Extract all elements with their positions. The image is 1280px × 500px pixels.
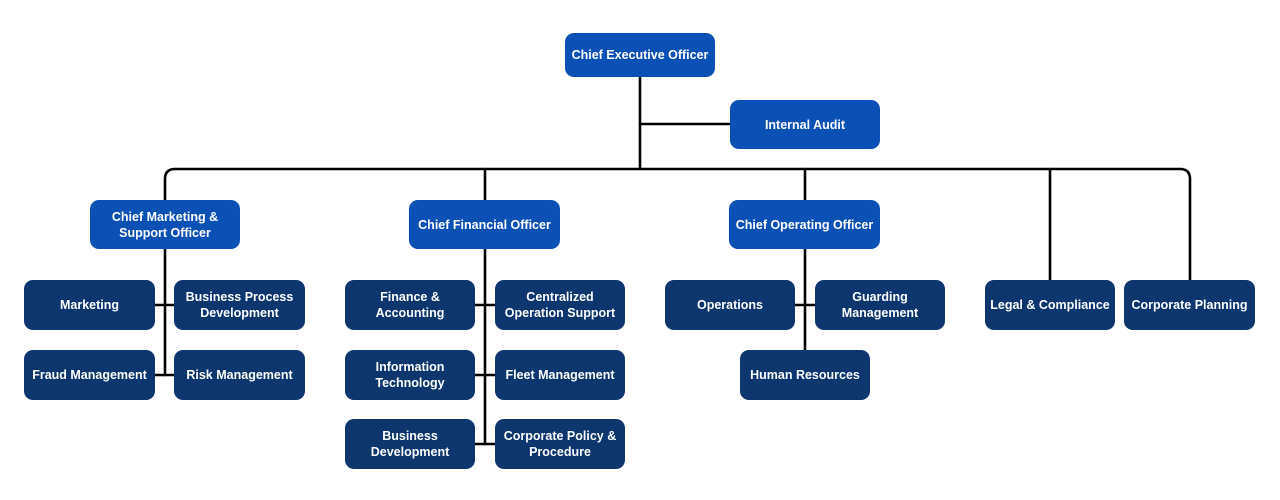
org-node-label: Chief Financial Officer [418,217,551,232]
org-node-guarding-management: Guarding Management [815,280,945,330]
org-node-label: Centralized Operation Support [504,290,616,320]
org-node-label: Legal & Compliance [990,298,1110,312]
org-node-business-development: Business Development [345,419,475,469]
org-node-label: Business Development [370,429,450,459]
org-node-label: Information Technology [375,360,445,390]
org-node-label: Marketing [59,298,120,312]
org-node-chief-executive-officer: Chief Executive Officer [565,33,715,77]
org-node-chief-operating-officer: Chief Operating Officer [729,200,880,249]
org-node-label: Operations [697,298,763,312]
org-node-centralized-operation-support: Centralized Operation Support [495,280,625,330]
org-node-fleet-management: Fleet Management [495,350,625,400]
org-node-human-resources: Human Resources [740,350,870,400]
org-node-finance-accounting: Finance & Accounting [345,280,475,330]
org-node-chief-financial-officer: Chief Financial Officer [409,200,560,249]
org-node-label: Human Resources [750,368,860,382]
org-node-label: Internal Audit [764,117,846,132]
org-node-operations: Operations [665,280,795,330]
org-node-chief-marketing-support-officer: Chief Marketing & Support Officer [90,200,240,249]
org-node-information-technology: Information Technology [345,350,475,400]
org-node-label: Risk Management [186,368,293,382]
org-node-label: Fraud Management [32,368,147,382]
org-node-label: Finance & Accounting [375,290,445,320]
org-node-internal-audit: Internal Audit [730,100,880,149]
org-node-label: Corporate Policy & Procedure [503,429,617,459]
org-node-label: Chief Operating Officer [735,217,874,232]
org-node-label: Corporate Planning [1131,298,1248,312]
org-node-label: Chief Executive Officer [571,48,709,62]
org-node-marketing: Marketing [24,280,155,330]
org-node-risk-management: Risk Management [174,350,305,400]
org-node-label: Chief Marketing & Support Officer [111,209,219,240]
org-node-corporate-planning: Corporate Planning [1124,280,1255,330]
org-node-business-process-development: Business Process Development [174,280,305,330]
org-node-legal-compliance: Legal & Compliance [985,280,1115,330]
org-node-label: Guarding Management [841,290,919,320]
org-node-label: Business Process Development [185,290,294,320]
org-node-label: Fleet Management [505,368,615,382]
org-node-corporate-policy-procedure: Corporate Policy & Procedure [495,419,625,469]
org-node-fraud-management: Fraud Management [24,350,155,400]
